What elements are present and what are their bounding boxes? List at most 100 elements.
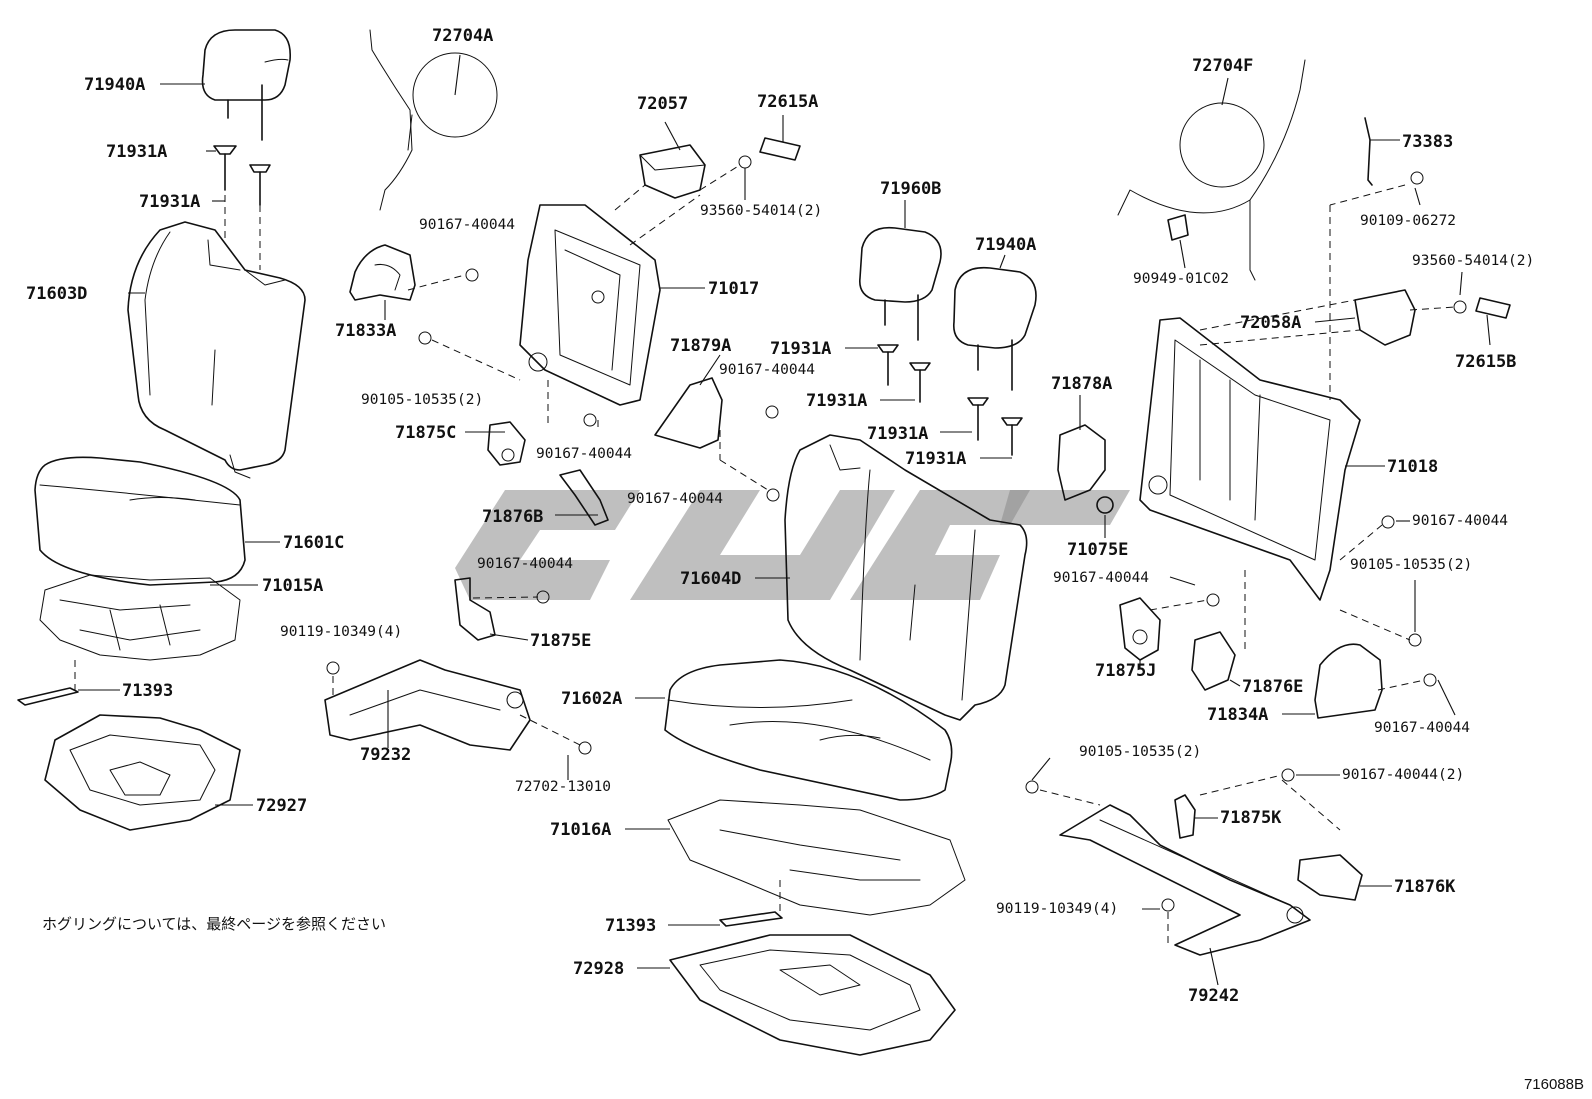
part-label-72927: 72927 (256, 796, 308, 816)
undertray-left (44, 714, 241, 831)
undertray-72928 (669, 934, 956, 1056)
part-label-90105-10535-b: 90105-10535(2) (1350, 557, 1473, 573)
rod-73383 (1364, 117, 1373, 186)
headrest-guides-center (877, 344, 1023, 456)
part-label-90109-06272: 90109-06272 (1360, 213, 1457, 229)
hinge-79242 (1059, 804, 1311, 956)
part-label-71393-left: 71393 (122, 681, 174, 701)
part-label-71876b: 71876B (482, 507, 544, 527)
cover-71879a (654, 377, 723, 449)
cover-71876e (1191, 631, 1236, 691)
hinge-79232 (324, 659, 531, 751)
part-label-90167-40044-c: 90167-40044 (477, 556, 574, 572)
headrest-guide-left (213, 145, 271, 270)
part-label-72058a: 72058A (1240, 313, 1302, 333)
part-label-71834a: 71834A (1207, 705, 1269, 725)
cover-71875c (487, 421, 526, 466)
clamp-90949 (1167, 214, 1189, 241)
cushion-frame-71016a (667, 799, 966, 916)
headrest-71940a-center (952, 266, 1037, 391)
part-label-72057: 72057 (637, 94, 689, 114)
part-label-71016a: 71016A (550, 820, 612, 840)
part-label-71018: 71018 (1387, 457, 1439, 477)
part-label-72615b: 72615B (1455, 352, 1517, 372)
watermark-logo (455, 490, 1130, 600)
release-cable-left (369, 29, 498, 211)
diagram-code: 716088B (1523, 1076, 1584, 1093)
seat-cushion-left (34, 456, 246, 586)
part-label-71931a-l2: 71931A (139, 192, 201, 212)
part-label-71875k: 71875K (1220, 808, 1282, 828)
part-label-90167-40044-d: 90167-40044 (719, 362, 816, 378)
part-label-90949-01c02: 90949-01C02 (1133, 271, 1230, 287)
part-label-90167-40044-g: 90167-40044 (1412, 513, 1509, 529)
part-label-71931a-r2: 71931A (806, 391, 868, 411)
part-label-71960b: 71960B (880, 179, 942, 199)
part-label-71833a: 71833A (335, 321, 397, 341)
headrest-left (201, 29, 292, 141)
part-label-90105-10535-a: 90105-10535(2) (361, 392, 484, 408)
part-label-71017: 71017 (708, 279, 760, 299)
retainer-left (17, 660, 79, 706)
part-label-72615a: 72615A (757, 92, 819, 112)
part-label-72928: 72928 (573, 959, 625, 979)
part-label-90119-10349-b: 90119-10349(4) (996, 901, 1119, 917)
headrest-71960b (858, 226, 942, 341)
latch-cover-72057 (639, 144, 706, 199)
seat-cushion-71602a (664, 659, 953, 801)
seatback-frame-left (519, 204, 661, 406)
part-label-90167-40044-f: 90167-40044 (1053, 570, 1150, 586)
part-label-90167-40044-a: 90167-40044 (419, 217, 516, 233)
part-label-79242: 79242 (1188, 986, 1240, 1006)
seatback-71604d (784, 434, 1028, 721)
cap-72615b (1475, 297, 1511, 319)
part-label-71875e: 71875E (530, 631, 592, 651)
part-label-71875j: 71875J (1095, 661, 1157, 681)
part-label-71931a-r1: 71931A (770, 339, 832, 359)
part-label-71876k: 71876K (1394, 877, 1456, 897)
part-label-90119-10349-a: 90119-10349(4) (280, 624, 403, 640)
part-label-90167-40044-h: 90167-40044 (1374, 720, 1471, 736)
leader-lines (78, 54, 1491, 986)
cover-71875k (1174, 794, 1196, 839)
part-label-71602a: 71602A (561, 689, 623, 709)
part-label-71879a: 71879A (670, 336, 732, 356)
part-label-71940a-left: 71940A (84, 75, 146, 95)
cover-71876b (559, 469, 609, 526)
part-label-71931a-r4: 71931A (905, 449, 967, 469)
bracket-71833a (349, 244, 416, 301)
part-label-71878a: 71878A (1051, 374, 1113, 394)
cover-71875j (1119, 597, 1161, 661)
release-cable-right (1117, 59, 1306, 281)
part-label-71875c: 71875C (395, 423, 457, 443)
clip-71075e (1096, 496, 1114, 514)
retainer-mid (719, 880, 783, 927)
part-label-71931a-l1: 71931A (106, 142, 168, 162)
cover-71878a (1057, 424, 1106, 501)
part-label-72704f: 72704F (1192, 56, 1254, 76)
part-label-90105-10535-c: 90105-10535(2) (1079, 744, 1202, 760)
part-label-90167-40044-b: 90167-40044 (536, 446, 633, 462)
part-label-72702-13010: 72702-13010 (515, 779, 612, 795)
seatback-left (127, 221, 306, 479)
part-label-71393-mid: 71393 (605, 916, 657, 936)
hog-ring-note: ホグリングについては、最終ページを参照ください (42, 915, 386, 933)
part-label-73383: 73383 (1402, 132, 1454, 152)
part-label-71931a-r3: 71931A (867, 424, 929, 444)
part-label-71601c: 71601C (283, 533, 345, 553)
part-label-90167-40044-e: 90167-40044 (627, 491, 724, 507)
assembly-dashed-lines (332, 164, 1456, 945)
part-label-71015a: 71015A (262, 576, 324, 596)
part-label-71603d: 71603D (26, 284, 88, 304)
part-label-79232: 79232 (360, 745, 412, 765)
part-label-71940a-right: 71940A (975, 235, 1037, 255)
part-label-71876e: 71876E (1242, 677, 1304, 697)
part-label-71075e: 71075E (1067, 540, 1129, 560)
cap-72615a (759, 137, 801, 161)
cover-71834a (1314, 643, 1383, 719)
cover-71875e (454, 577, 496, 641)
part-label-90167-40044-i: 90167-40044(2) (1342, 767, 1465, 783)
seatback-frame-right (1139, 317, 1361, 601)
